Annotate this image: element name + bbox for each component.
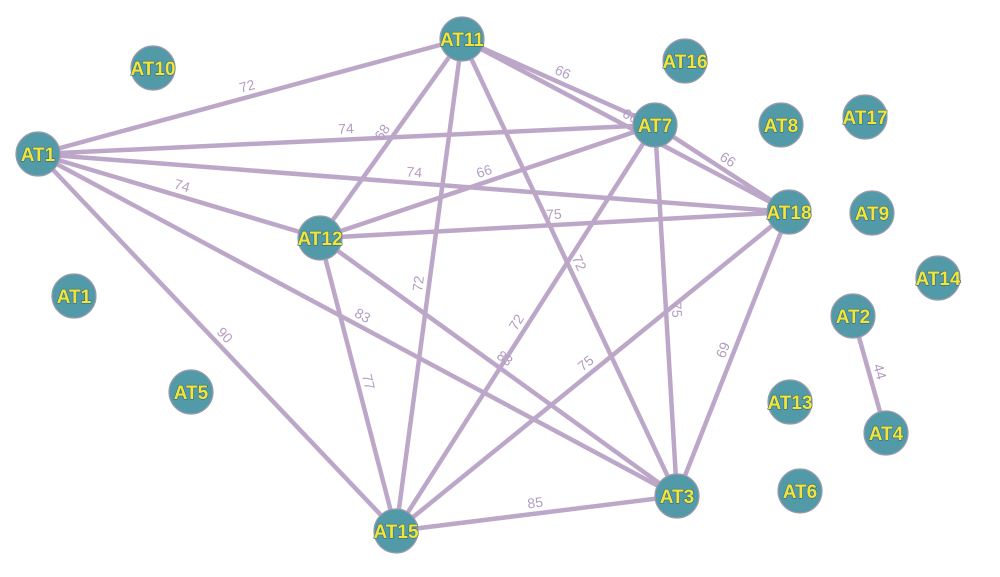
edge-AT11-AT15	[393, 36, 465, 534]
edge-weight-label: 74	[338, 120, 355, 137]
node-label: AT7	[638, 116, 672, 137]
node-label: AT8	[764, 116, 798, 137]
node-label: AT4	[869, 424, 904, 445]
edge-AT18-AT3	[674, 209, 792, 499]
node-at13[interactable]: AT13	[767, 379, 813, 425]
node-at17[interactable]: AT17	[842, 94, 888, 140]
node-label: AT17	[842, 108, 887, 129]
node-circle[interactable]	[830, 293, 876, 339]
edge-weight-label: 85	[526, 494, 544, 512]
edge-weight-label: 83	[352, 305, 373, 327]
node-circle[interactable]	[632, 102, 678, 148]
edge-AT1-AT7	[35, 122, 658, 157]
edge-weight-label: 74	[406, 163, 423, 180]
node-circle[interactable]	[439, 16, 485, 62]
node-at2[interactable]: AT2	[830, 293, 876, 339]
node-at14[interactable]: AT14	[915, 255, 962, 301]
node-circle[interactable]	[758, 102, 804, 148]
node-circle[interactable]	[849, 190, 895, 236]
node-circle[interactable]	[15, 131, 61, 177]
node-label: AT1	[57, 287, 92, 308]
edge-AT3-AT15	[393, 493, 680, 534]
edge-AT12-AT18	[317, 209, 792, 241]
edge-weight-label: 72	[505, 311, 527, 333]
node-at9[interactable]: AT9	[849, 190, 895, 236]
node-at18[interactable]: AT18	[766, 189, 812, 235]
node-circle[interactable]	[654, 473, 700, 519]
edge-weight-label: 77	[359, 372, 378, 391]
edge-AT7-AT12	[317, 122, 658, 241]
edge-AT12-AT15	[317, 235, 399, 534]
node-circle[interactable]	[863, 410, 909, 456]
node-label: AT14	[915, 269, 960, 290]
edge-weight-label: 75	[546, 206, 563, 223]
node-label: AT1	[21, 145, 56, 166]
node-label: AT16	[662, 52, 707, 73]
node-at1[interactable]: AT1	[15, 131, 61, 177]
edge-weight-label: 44	[870, 362, 890, 382]
node-label: AT6	[783, 482, 817, 503]
edge-AT11-AT7	[459, 36, 658, 128]
edge-weight-label: 69	[712, 340, 733, 361]
edge-AT1-AT12	[35, 151, 323, 241]
edge-AT11-AT18	[459, 36, 792, 215]
node-circle[interactable]	[51, 273, 97, 319]
edge-weight-label: 66	[474, 161, 494, 181]
node-at7[interactable]: AT7	[632, 102, 678, 148]
edge-weight-label: 75	[669, 302, 686, 319]
edge-AT7-AT18	[652, 122, 792, 215]
edge-weight-label: 66	[553, 61, 574, 82]
node-at1b[interactable]: AT1	[51, 273, 97, 319]
node-at3[interactable]: AT3	[654, 473, 700, 519]
node-at8[interactable]: AT8	[758, 102, 804, 148]
edge-weight-label: 66	[717, 148, 739, 170]
node-label: AT18	[766, 203, 811, 224]
node-label: AT12	[297, 229, 342, 250]
node-at5[interactable]: AT5	[168, 369, 214, 415]
edge-AT12-AT3	[317, 235, 680, 499]
edge-AT1-AT3	[35, 151, 680, 499]
node-circle[interactable]	[842, 94, 888, 140]
node-label: AT15	[373, 522, 418, 543]
node-circle[interactable]	[168, 369, 214, 415]
node-circle[interactable]	[767, 379, 813, 425]
node-circle[interactable]	[130, 45, 176, 91]
node-circle[interactable]	[766, 189, 812, 235]
edge-AT18-AT15	[393, 209, 792, 534]
edge-weight-labels: 7274747483906866667272666675727583776975…	[172, 61, 890, 511]
node-label: AT9	[855, 204, 889, 225]
edge-AT1-AT15	[35, 151, 399, 534]
node-label: AT2	[836, 307, 870, 328]
node-at4[interactable]: AT4	[863, 410, 909, 456]
node-at10[interactable]: AT10	[130, 45, 176, 91]
edge-AT1-AT11	[35, 36, 465, 157]
node-at16[interactable]: AT16	[662, 38, 708, 84]
node-label: AT11	[440, 30, 484, 51]
edge-AT11-AT3	[459, 36, 680, 499]
edges-layer	[35, 36, 889, 534]
edge-weight-label: 74	[172, 176, 192, 196]
node-label: AT3	[660, 487, 694, 508]
node-label: AT10	[130, 59, 175, 80]
edge-weight-label: 72	[238, 76, 257, 96]
edge-AT1-AT18	[35, 151, 792, 215]
edge-weight-label: 72	[569, 252, 590, 273]
node-at11[interactable]: AT11	[439, 16, 485, 62]
edge-AT7-AT15	[393, 122, 658, 534]
node-circle[interactable]	[373, 508, 419, 554]
node-label: AT13	[767, 393, 812, 414]
node-circle[interactable]	[662, 38, 708, 84]
node-circle[interactable]	[297, 215, 343, 261]
node-circle[interactable]	[915, 255, 961, 301]
node-at15[interactable]: AT15	[373, 508, 420, 554]
edge-AT11-AT12	[317, 36, 465, 241]
node-label: AT5	[174, 383, 209, 404]
node-at12[interactable]: AT12	[297, 215, 343, 261]
node-at6[interactable]: AT6	[777, 468, 823, 514]
edge-weight-label: 72	[409, 275, 427, 293]
node-circle[interactable]	[777, 468, 823, 514]
